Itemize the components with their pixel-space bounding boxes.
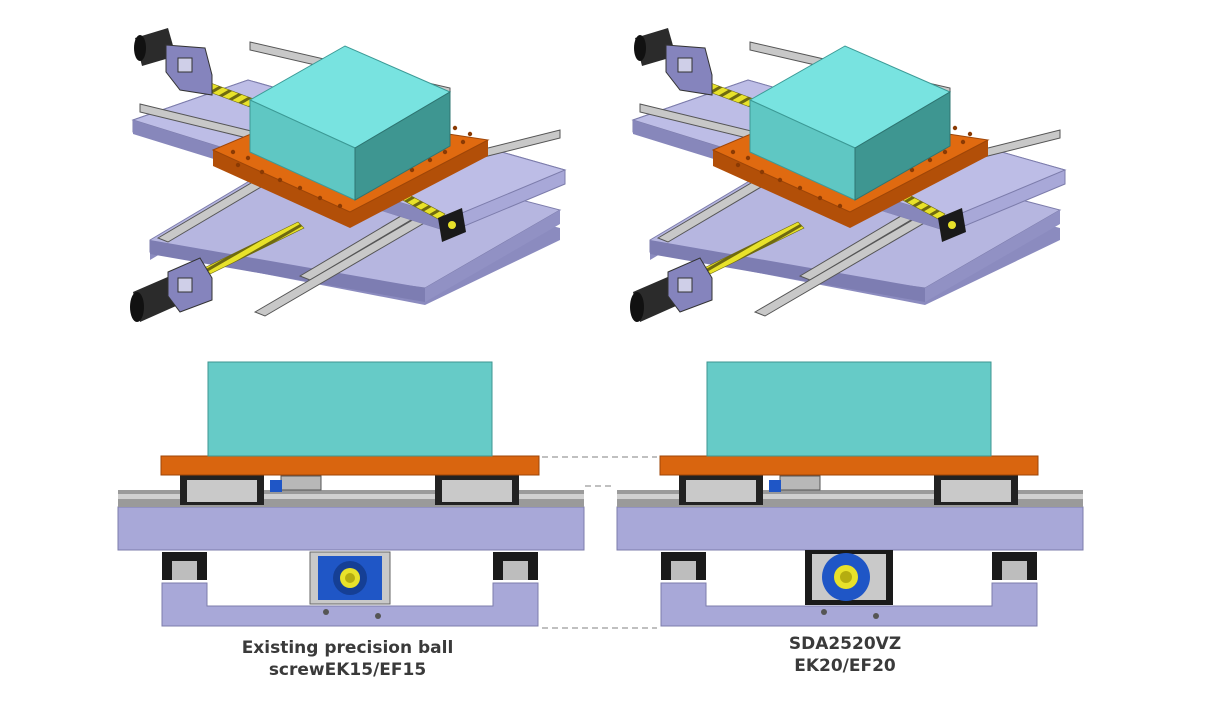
caption-right-line2: EK20/EF20 [794, 656, 896, 676]
caption-right-line1: SDA2520VZ [788, 634, 902, 654]
caption-sda2520vz: SDA2520VZ EK20/EF20 [700, 633, 990, 677]
side-view-left [117, 361, 585, 627]
caption-left-line1: Existing precision ball [241, 638, 454, 658]
isometric-stage-left [129, 27, 566, 323]
side-view-right [616, 361, 1084, 627]
comparison-dash-lines [542, 456, 657, 629]
isometric-stage-right [629, 27, 1066, 323]
caption-left-line2: screwEK15/EF15 [268, 660, 427, 680]
caption-existing-ball-screw: Existing precision ball screwEK15/EF15 [205, 637, 490, 681]
